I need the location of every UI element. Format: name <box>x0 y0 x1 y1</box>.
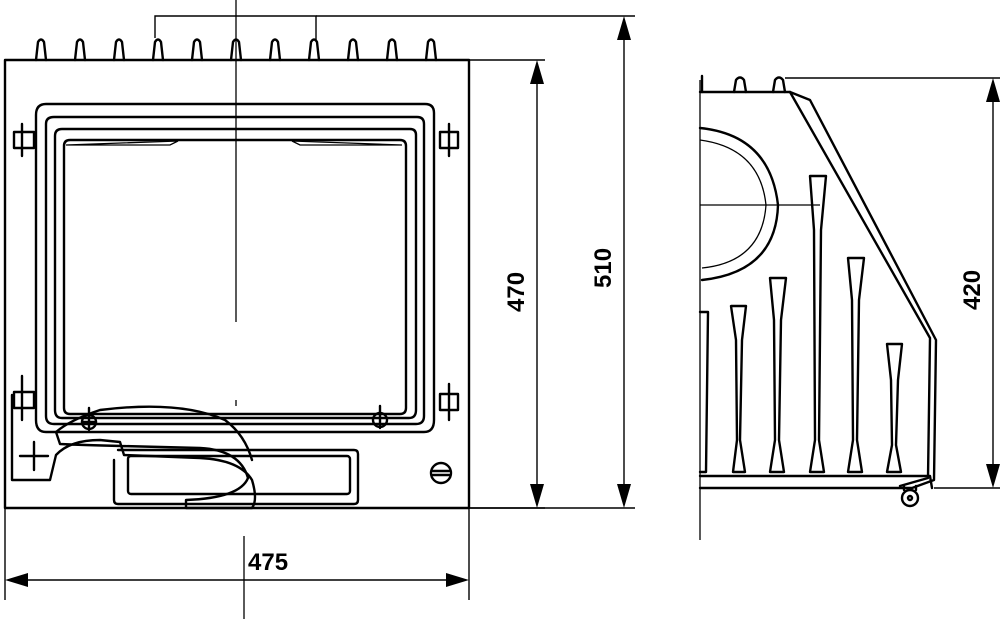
flue-opening-inner <box>699 139 767 269</box>
latch-top-right-icon <box>438 122 460 158</box>
hinge-top-left-icon <box>12 122 36 158</box>
dimension-label-475: 475 <box>248 549 288 576</box>
latch-bottom-right-icon <box>438 382 460 422</box>
hinge-bottom-left-icon <box>12 374 36 422</box>
dimension-height-420: 420 <box>785 77 1000 489</box>
front-outer-frame <box>3 58 471 510</box>
door-frame-inner <box>53 127 418 420</box>
side-base-rail <box>698 474 934 490</box>
dimension-height-510: 510 <box>154 15 635 509</box>
air-control-knob-icon <box>429 461 453 485</box>
side-view <box>698 74 938 540</box>
door-handle <box>10 393 257 510</box>
side-top-knobs <box>700 74 787 94</box>
caster-wheel-icon <box>900 484 920 508</box>
glass-clip-left <box>65 140 179 146</box>
door-frame-outer <box>34 102 436 434</box>
side-front-slope <box>788 90 932 488</box>
dimension-label-420: 420 <box>959 270 986 310</box>
front-view <box>3 0 471 619</box>
glass-clip-right <box>291 140 403 146</box>
dimension-width-475: 475 <box>4 508 470 600</box>
door-frame-middle <box>44 115 426 426</box>
dimension-label-510: 510 <box>590 248 617 288</box>
ash-drawer <box>112 448 360 506</box>
door-glass <box>62 138 408 416</box>
dimension-height-470: 470 <box>469 59 545 509</box>
handle-pivot-icon <box>18 440 50 472</box>
dimension-label-470: 470 <box>503 272 530 312</box>
convection-ribs <box>698 174 904 474</box>
door-screw-right-icon <box>371 404 389 430</box>
